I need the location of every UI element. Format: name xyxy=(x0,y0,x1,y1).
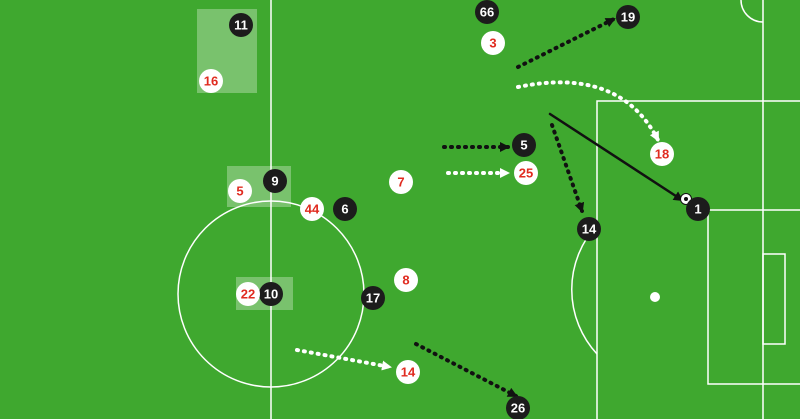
player-number: 18 xyxy=(655,147,669,162)
pass-arrow xyxy=(548,112,684,202)
player-marker xyxy=(650,142,674,166)
player-marker xyxy=(300,197,324,221)
penalty-arc xyxy=(570,224,598,355)
dark-team-player: 5 xyxy=(512,133,536,157)
player-marker xyxy=(475,0,499,24)
player-number: 3 xyxy=(489,36,496,51)
light-team-player: 16 xyxy=(199,69,223,93)
dark-team-player: 26 xyxy=(506,396,530,419)
player-marker xyxy=(263,169,287,193)
dark-run-arrow xyxy=(550,123,585,213)
player-number: 44 xyxy=(305,202,320,217)
player-marker xyxy=(481,31,505,55)
dark-team-player: 17 xyxy=(361,286,385,310)
player-number: 14 xyxy=(401,365,416,380)
light-team-player: 3 xyxy=(481,31,505,55)
dark-team-player: 19 xyxy=(616,5,640,29)
player-marker xyxy=(229,13,253,37)
light-team-player: 18 xyxy=(650,142,674,166)
player-number: 14 xyxy=(582,222,597,237)
light-team-player: 14 xyxy=(396,360,420,384)
player-marker xyxy=(514,161,538,185)
player-number: 7 xyxy=(397,175,404,190)
player-number: 5 xyxy=(236,184,243,199)
dark-team-player: 14 xyxy=(577,217,601,241)
light-run-arrow xyxy=(516,80,660,142)
player-marker xyxy=(389,170,413,194)
dark-team-player: 9 xyxy=(263,169,287,193)
player-marker xyxy=(577,217,601,241)
player-number: 19 xyxy=(621,10,635,25)
player-number: 1 xyxy=(694,202,701,217)
player-marker xyxy=(396,360,420,384)
light-run-arrow xyxy=(295,348,392,371)
goal-area xyxy=(707,209,800,385)
player-number: 66 xyxy=(480,5,494,20)
goal xyxy=(762,253,786,345)
player-number: 22 xyxy=(241,287,255,302)
dark-team-player: 66 xyxy=(475,0,499,24)
light-team-player: 25 xyxy=(514,161,538,185)
player-number: 8 xyxy=(402,273,409,288)
penalty-spot xyxy=(650,292,660,302)
player-number: 11 xyxy=(234,18,248,33)
player-marker xyxy=(512,133,536,157)
player-number: 6 xyxy=(341,202,348,217)
player-number: 26 xyxy=(511,401,525,416)
corner-arc xyxy=(740,0,764,23)
light-team-player: 8 xyxy=(394,268,418,292)
player-number: 10 xyxy=(264,287,278,302)
dark-team-player: 11 xyxy=(229,13,253,37)
dark-team-player: 1 xyxy=(686,197,710,221)
player-number: 16 xyxy=(204,74,218,89)
dark-team-player: 10 xyxy=(259,282,283,306)
player-marker xyxy=(333,197,357,221)
dark-run-arrow xyxy=(516,17,616,69)
dark-run-arrow xyxy=(414,342,518,398)
light-team-player: 7 xyxy=(389,170,413,194)
light-team-player: 22 xyxy=(236,282,260,306)
player-marker xyxy=(686,197,710,221)
player-marker xyxy=(616,5,640,29)
player-marker xyxy=(361,286,385,310)
penalty-area xyxy=(596,100,800,419)
player-marker xyxy=(199,69,223,93)
players-layer: 11 66 19 9 6 5 14 1 10 17 26 16 3 18 5 44 7 25 22 8 14 xyxy=(199,0,710,419)
player-marker xyxy=(506,396,530,419)
player-marker xyxy=(228,179,252,203)
light-team-player: 5 xyxy=(228,179,252,203)
light-team-player: 44 xyxy=(300,197,324,221)
player-marker xyxy=(236,282,260,306)
player-number: 9 xyxy=(271,174,278,189)
player-number: 5 xyxy=(520,138,527,153)
player-marker xyxy=(394,268,418,292)
player-number: 25 xyxy=(519,166,533,181)
player-marker xyxy=(259,282,283,306)
player-number: 17 xyxy=(366,291,380,306)
dark-team-player: 6 xyxy=(333,197,357,221)
